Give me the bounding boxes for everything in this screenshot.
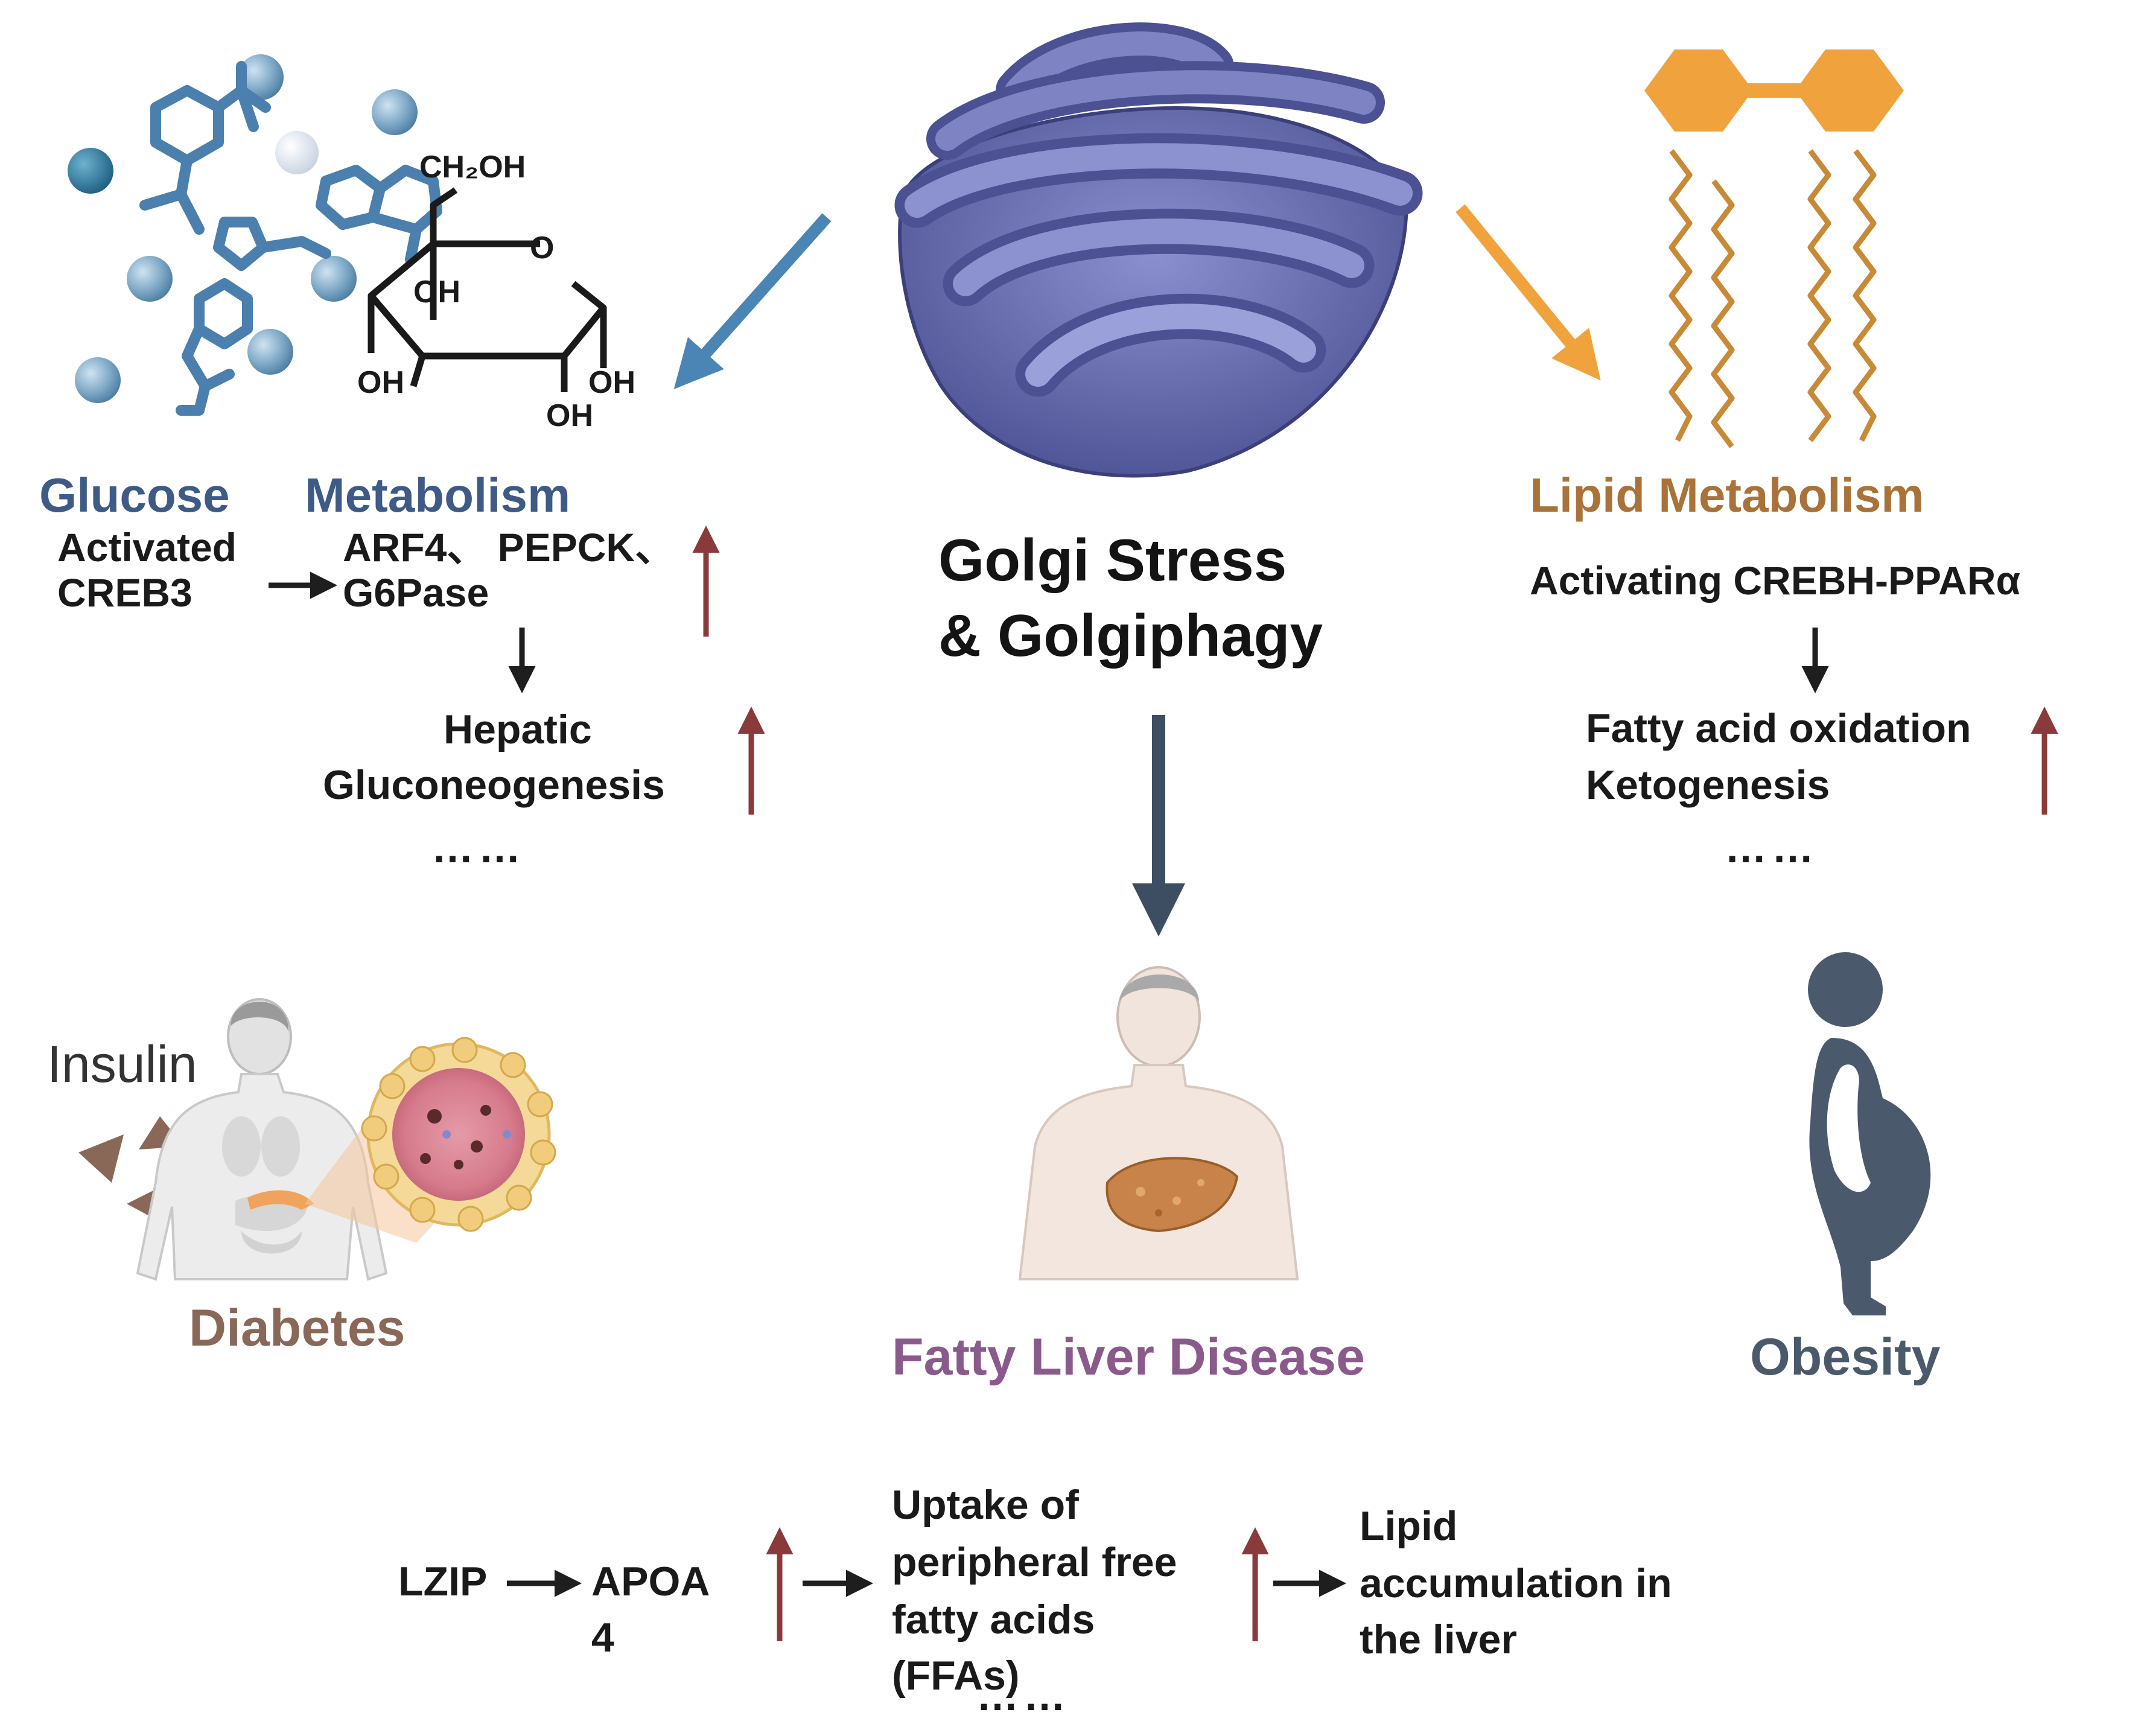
hydroxyl-label: OH [413, 275, 460, 310]
golgi-to-lipid-arrow [1456, 204, 1601, 381]
apoa4-label-line1: APOA [591, 1559, 710, 1604]
fatty-liver-illustration [1018, 966, 1299, 1280]
lipid-ellipsis: …… [1725, 824, 1819, 871]
golgi-apparatus-illustration [894, 22, 1423, 478]
obesity-illustration [1808, 952, 1931, 1315]
activated-creb3-line2: CREB3 [57, 570, 192, 615]
apoa4-label-line2: 4 [591, 1615, 614, 1661]
glucose-title-part1: Glucose [39, 468, 230, 522]
ffa-uptake-line: fatty acids [892, 1597, 1095, 1642]
molecule-ball [247, 329, 293, 375]
gluconeogenic-targets-line2: G6Pase [343, 570, 489, 615]
golgi-stress-title-line1: Golgi Stress [938, 527, 1287, 593]
diabetes-label: Diabetes [189, 1299, 406, 1357]
hydroxyl-label: OH [546, 398, 593, 433]
fatty-liver-disease-label: Fatty Liver Disease [892, 1328, 1365, 1386]
molecule-ball [372, 89, 418, 135]
insulin-label: Insulin [47, 1035, 197, 1093]
glucose-title-part2: Metabolism [305, 468, 571, 522]
pathway-ellipsis: …… [976, 1672, 1071, 1719]
molecule-ball [275, 131, 319, 174]
molecule-ball [238, 54, 284, 100]
lipid-molecule-illustration [1644, 49, 1904, 448]
glucose-ring-structure [367, 187, 607, 392]
glucose-molecules-illustration [68, 54, 442, 416]
ch2oh-label: CH₂OH [419, 150, 526, 185]
pancreatic-islet [361, 1037, 556, 1232]
lipid-accumulation-line: Lipid [1360, 1503, 1458, 1549]
fatty-acid-oxidation: Fatty acid oxidation [1586, 705, 1971, 751]
woman-body [136, 998, 388, 1281]
ring-oxygen-label: O [530, 231, 555, 265]
lipid-accumulation-line: accumulation in [1360, 1560, 1672, 1606]
insulin-triangle [78, 1134, 124, 1183]
obesity-label: Obesity [1750, 1328, 1941, 1386]
molecule-ball [311, 256, 357, 302]
golgi-to-glucose-arrow [673, 213, 832, 389]
molecule-ball [68, 148, 113, 194]
activating-crebh-ppara: Activating CREBH-PPARα [1530, 558, 2021, 603]
diabetes-illustration [78, 998, 556, 1281]
molecule-ball [75, 357, 121, 403]
hydroxyl-label: OH [357, 365, 404, 400]
hepatic-gluconeogenesis-line1: Hepatic [444, 707, 592, 752]
hydroxyl-label: OH [588, 365, 635, 400]
hepatic-gluconeogenesis-line2: Gluconeogenesis [323, 762, 665, 808]
ketogenesis: Ketogenesis [1586, 762, 1830, 808]
skeletal-structures [139, 61, 442, 416]
lipid-metabolism-title: Lipid Metabolism [1530, 468, 1924, 522]
ffa-uptake-line: Uptake of [892, 1482, 1079, 1528]
ffa-uptake-line: peripheral free [892, 1539, 1177, 1585]
golgi-stress-title-line2: & Golgiphagy [938, 602, 1323, 669]
gluconeogenic-targets-line1: ARF4、 PEPCK、 [343, 525, 675, 570]
ffa-uptake-line: (FFAs) [892, 1653, 1020, 1699]
glucose-ellipsis: …… [431, 824, 526, 871]
activated-creb3-line1: Activated [57, 525, 237, 570]
lipid-accumulation-line: the liver [1360, 1617, 1517, 1662]
molecule-ball [127, 256, 173, 302]
lzip-label: LZIP [398, 1559, 488, 1604]
